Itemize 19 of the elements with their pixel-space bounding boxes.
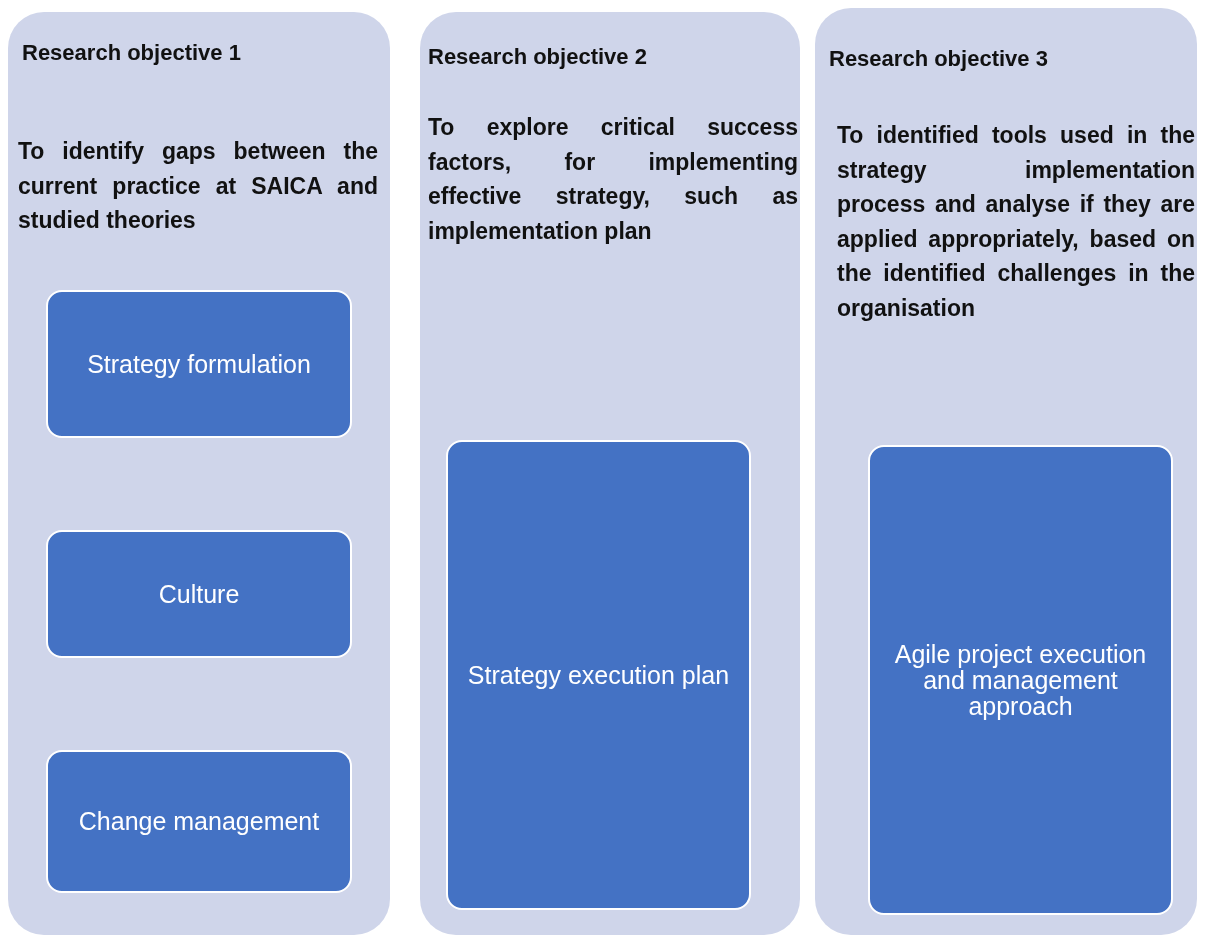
objective-description: To identify gaps between the current practice at SAICA and studied theories [18,137,378,235]
box-label: Strategy execution plan [467,661,730,689]
objective-description: To explore critical success factors, for implementing effective strategy, such as implementation plan [428,113,798,246]
box-label: Strategy formulation [87,350,311,378]
objective-description: To identified tools used in the strategy implementation process and analyse if they are applied appropriately, based on the identified challenges in the organisation [837,121,1195,323]
topic-box [46,290,352,438]
box-label: Agile project execution and management approach [893,640,1148,720]
box-label: Change management [78,808,320,835]
panel-heading: Research objective 2 [428,44,647,70]
topic-box [46,530,352,658]
topic-box [446,440,751,910]
box-label: Culture [158,580,240,608]
objective-panel [8,12,390,935]
panel-heading: Research objective 3 [829,46,1048,72]
objective-panel [420,12,800,935]
topic-box [868,445,1173,915]
topic-box [46,750,352,893]
objective-panel [815,8,1197,935]
panel-heading: Research objective 1 [22,40,241,66]
